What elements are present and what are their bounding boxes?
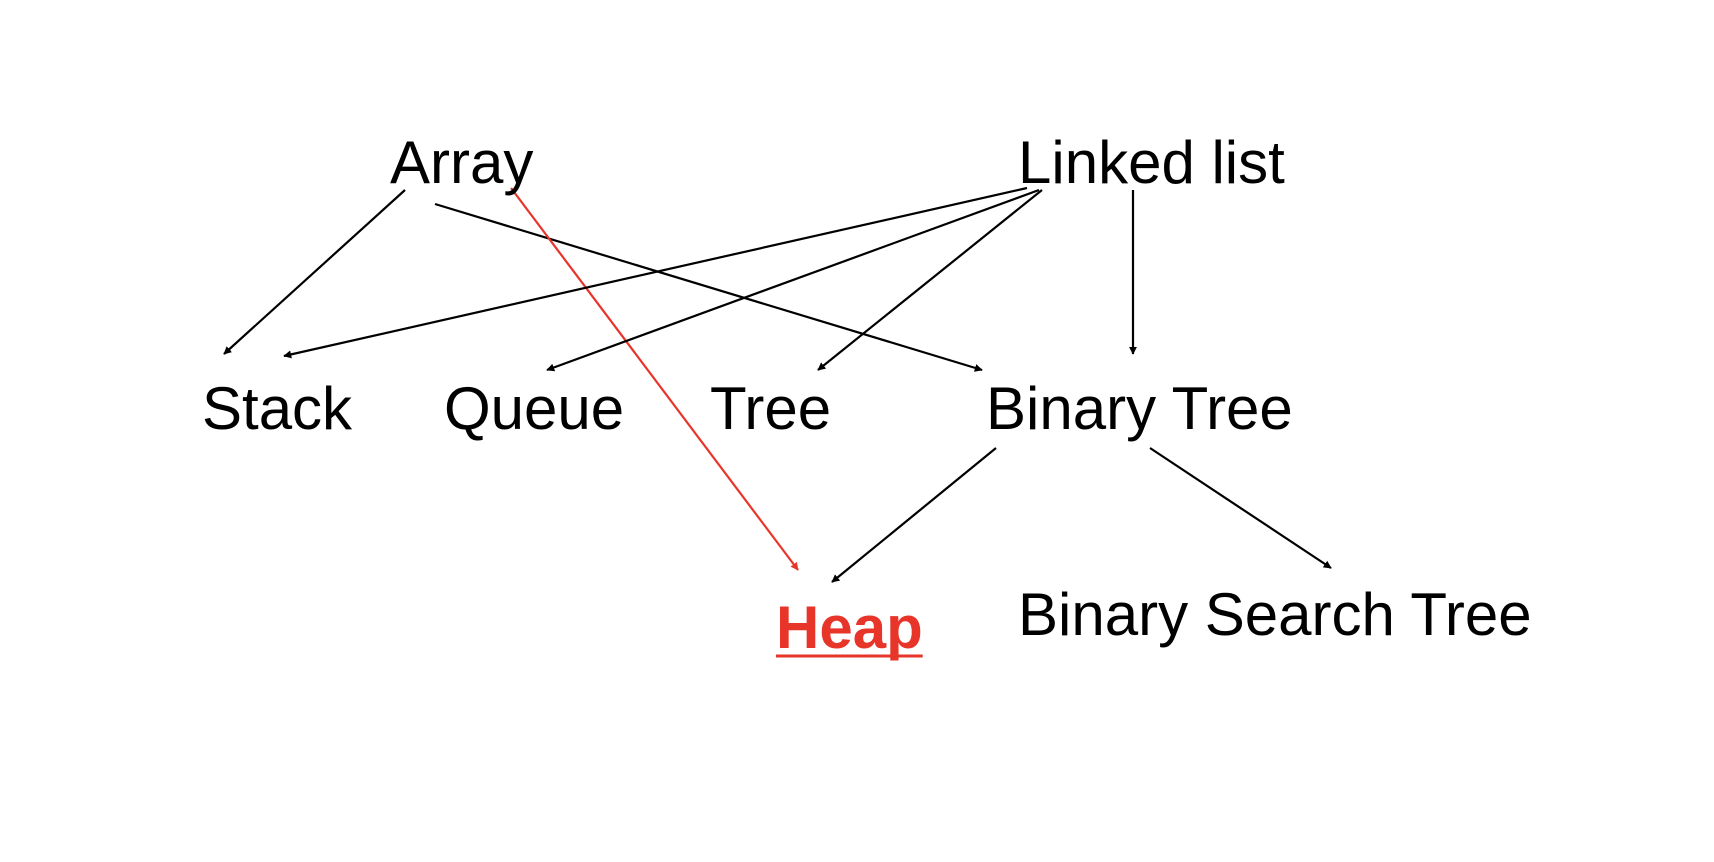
node-array: Array: [390, 129, 533, 196]
node-heap: Heap: [776, 594, 923, 661]
node-binary-tree: Binary Tree: [986, 375, 1293, 442]
edge-binary-tree-binary-search-tree: [1149, 447, 1332, 569]
node-tree: Tree: [710, 375, 831, 442]
edge-binary-tree-heap: [831, 447, 997, 583]
edges: [223, 186, 1332, 583]
edge-array-heap: [510, 187, 799, 571]
edge-linked-list-queue: [546, 188, 1040, 372]
node-queue: Queue: [444, 375, 624, 442]
edge-array-stack: [223, 189, 406, 355]
edge-linked-list-stack: [283, 186, 1028, 359]
nodes: Array Linked list Stack Queue Tree Binar…: [202, 129, 1532, 661]
node-binary-search-tree: Binary Search Tree: [1018, 581, 1532, 648]
edge-array-binary-tree: [434, 202, 983, 372]
node-linked-list: Linked list: [1018, 129, 1285, 196]
node-stack: Stack: [202, 375, 353, 442]
edge-linked-list-tree: [817, 189, 1043, 371]
